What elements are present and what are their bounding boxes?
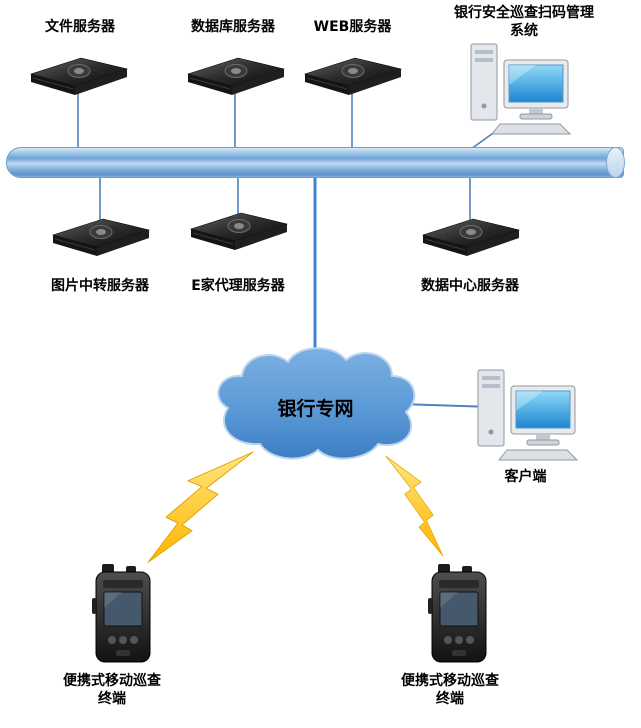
ehome-proxy-server-icon — [189, 212, 289, 250]
wireless-lightning-right-icon — [385, 455, 444, 557]
client-pc-icon — [477, 369, 579, 461]
bank-private-network-cloud — [208, 346, 423, 478]
web-server-label: WEB服务器 — [313, 19, 392, 35]
web-server-icon — [303, 57, 403, 95]
database-server-label: 数据库服务器 — [191, 19, 275, 35]
database-server-icon — [186, 57, 286, 95]
management-system-label: 银行安全巡查扫码管理系统 — [454, 5, 594, 40]
data-center-server-label: 数据中心服务器 — [421, 278, 519, 294]
cloud-icon — [217, 347, 416, 460]
client-label: 客户端 — [504, 469, 547, 485]
bank-private-network-label: 银行专网 — [277, 398, 354, 420]
mobile-terminal-left-icon — [92, 564, 151, 663]
image-relay-server-icon — [51, 218, 151, 256]
network-backbone-bus — [6, 147, 624, 178]
file-server-icon — [29, 57, 129, 95]
ehome-proxy-server-label: E家代理服务器 — [191, 278, 285, 294]
connector-cloud-to-client — [399, 403, 493, 408]
mobile-terminal-left-label: 便携式移动巡查终端 — [63, 673, 161, 708]
data-center-server-icon — [421, 218, 521, 256]
mobile-terminal-right-icon — [428, 564, 487, 663]
wireless-lightning-left-icon — [147, 451, 254, 563]
mobile-terminal-right-label: 便携式移动巡查终端 — [401, 673, 499, 708]
image-relay-server-label: 图片中转服务器 — [51, 278, 149, 294]
network-backbone-bus-endcap — [606, 147, 625, 178]
management-system-pc-icon — [470, 43, 572, 135]
file-server-label: 文件服务器 — [45, 19, 115, 35]
